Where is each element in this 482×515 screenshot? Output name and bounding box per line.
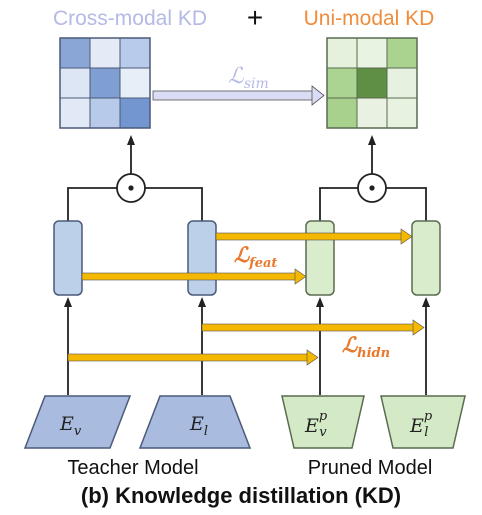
pruned-dot-product-operator bbox=[357, 173, 387, 203]
teacher-vision-to-dot-line bbox=[67, 187, 117, 222]
pruned-language-to-dot-line bbox=[386, 187, 427, 222]
feat-loss-subscript: feat bbox=[248, 256, 277, 271]
uni-modal-kd-title: Uni-modal KD bbox=[304, 7, 435, 30]
teacher-language-encoder bbox=[138, 395, 252, 449]
pruned-vision-encoder bbox=[281, 395, 365, 449]
figure-caption: (b) Knowledge distillation (KD) bbox=[81, 483, 401, 508]
plus-sign: + bbox=[247, 2, 263, 33]
sim-loss-arrow bbox=[152, 85, 325, 106]
teacher-model-label: Teacher Model bbox=[67, 457, 198, 479]
cross-modal-kd-title: Cross-modal KD bbox=[53, 7, 207, 30]
pruned-model-label: Pruned Model bbox=[308, 457, 433, 479]
pruned-language-encoder bbox=[380, 395, 466, 449]
hidn-loss-arrow-vision bbox=[67, 349, 319, 366]
hidn-loss-arrow-language bbox=[201, 319, 425, 336]
pruned-language-feature-bar bbox=[411, 220, 441, 296]
feat-loss-arrow-vision bbox=[81, 268, 307, 285]
feat-loss-arrow-language bbox=[215, 228, 413, 245]
sim-loss-symbol: ℒ bbox=[228, 64, 245, 89]
teacher-vision-encoder bbox=[23, 395, 132, 449]
teacher-language-encoder-label: El bbox=[189, 413, 208, 439]
teacher-language-feature-bar bbox=[187, 220, 217, 296]
hidn-loss-subscript: hidn bbox=[357, 346, 390, 361]
teacher-vision-feature-bar bbox=[53, 220, 83, 296]
uni-modal-similarity-matrix bbox=[326, 37, 418, 129]
feat-loss-label: ℒfeat bbox=[234, 242, 277, 271]
teacher-vision-encoder-label: Ev bbox=[59, 413, 82, 439]
feat-loss-symbol: ℒ bbox=[234, 242, 250, 267]
pruned-vision-to-dot-line bbox=[319, 187, 358, 222]
teacher-dot-product-operator bbox=[116, 173, 146, 203]
hidn-loss-label: ℒhidn bbox=[342, 332, 390, 361]
teacher-language-to-dot-line bbox=[145, 187, 203, 222]
hidn-loss-symbol: ℒ bbox=[342, 332, 358, 357]
pruned-vision-feature-bar bbox=[305, 220, 335, 296]
sim-loss-label: ℒsim bbox=[228, 64, 269, 92]
sim-loss-subscript: sim bbox=[244, 76, 269, 92]
cross-modal-similarity-matrix bbox=[59, 37, 151, 129]
